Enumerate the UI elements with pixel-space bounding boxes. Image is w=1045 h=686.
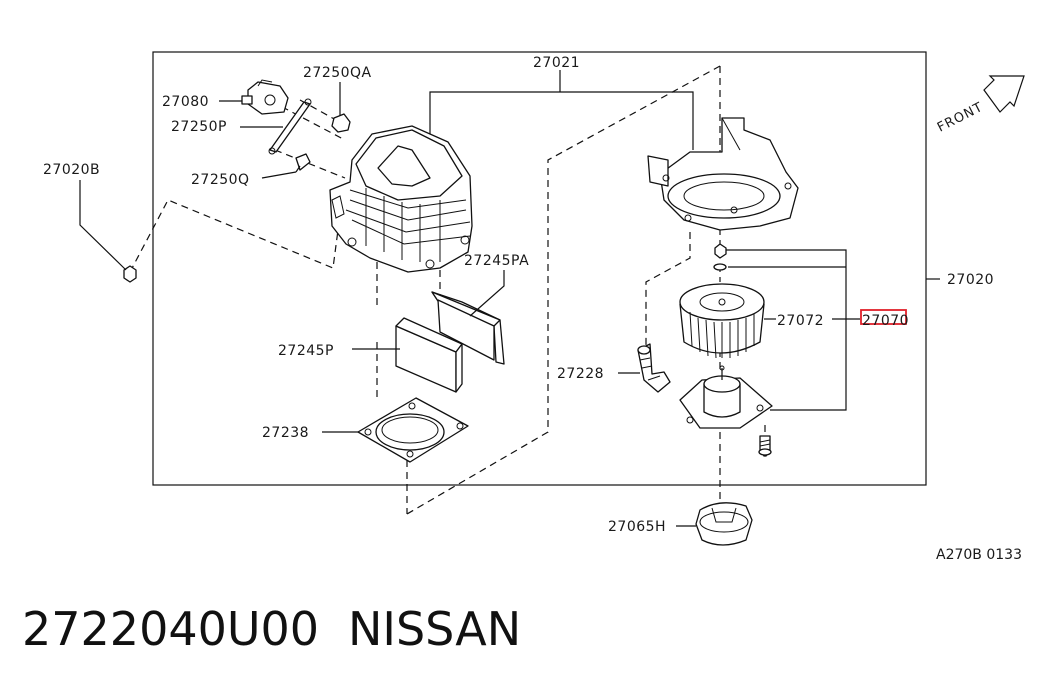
clip-27250QA	[331, 82, 351, 133]
front-arrow-icon	[983, 75, 1025, 113]
leader-27021	[429, 70, 694, 150]
reference-code: A270B 0133	[936, 547, 1022, 563]
callout-27070: 27070	[862, 313, 909, 329]
hose-27228	[618, 343, 671, 393]
gasket-27238	[322, 397, 469, 463]
callout-27065H: 27065H	[608, 519, 666, 535]
callout-27072: 27072	[777, 313, 824, 329]
caption-part-number: 2722040U00	[22, 602, 319, 656]
nut-27020B	[79, 180, 137, 283]
caption-brand: NISSAN	[348, 602, 521, 656]
front-label: FRONT	[935, 100, 986, 136]
intake-housing-27021	[329, 125, 473, 273]
screw	[758, 435, 772, 457]
callout-27020: 27020	[947, 272, 994, 288]
callout-27250Q: 27250Q	[191, 172, 250, 188]
clip-27250Q	[261, 153, 311, 179]
filter-27245PA	[431, 270, 505, 365]
callout-27245P: 27245P	[278, 343, 334, 359]
nut-washer	[713, 243, 847, 411]
callout-27250QA: 27250QA	[303, 65, 372, 81]
fan-wheel-27072	[679, 283, 860, 359]
callout-27228: 27228	[557, 366, 604, 382]
callout-27250P: 27250P	[171, 119, 227, 135]
callout-27245PA: 27245PA	[464, 253, 529, 269]
callout-27080: 27080	[162, 94, 209, 110]
callout-27020B: 27020B	[43, 162, 100, 178]
scroll-housing	[647, 117, 799, 231]
callout-27021: 27021	[533, 55, 580, 71]
highlight-27070	[860, 309, 907, 325]
blower-motor	[679, 365, 773, 429]
rod-27250P	[240, 98, 312, 155]
assembly-frame	[152, 51, 927, 486]
actuator-27080	[241, 79, 289, 115]
clamp-27065H	[676, 502, 753, 546]
filter-27245P	[352, 317, 463, 393]
callout-27238: 27238	[262, 425, 309, 441]
